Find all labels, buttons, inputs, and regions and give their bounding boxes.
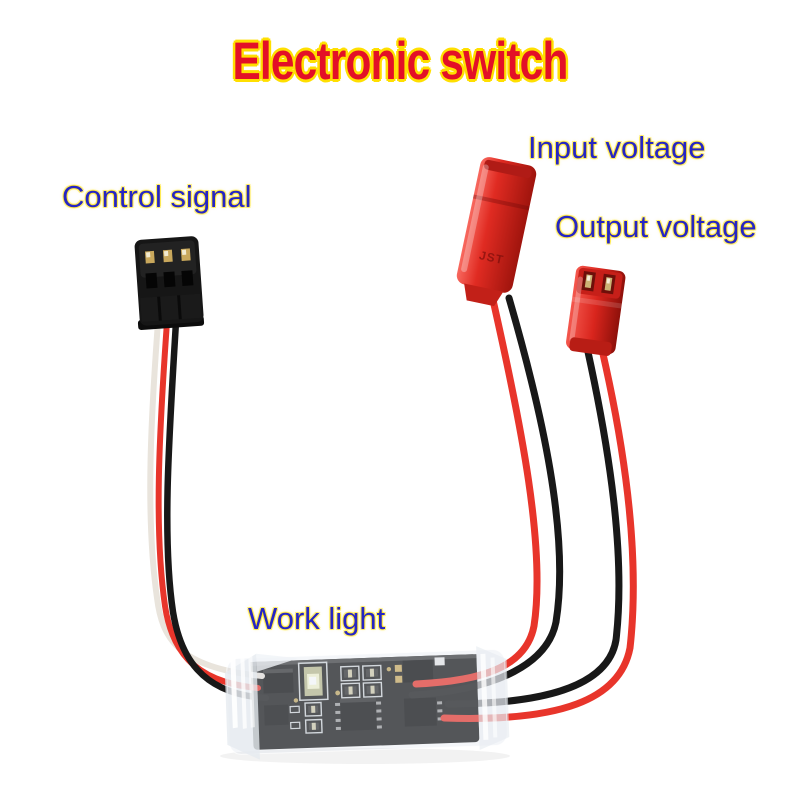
input-voltage-connector: JST	[456, 157, 537, 307]
output-voltage-wires	[440, 348, 637, 722]
jst-male-ridge	[571, 296, 622, 309]
solder-glint	[434, 657, 445, 666]
led-silkscreen	[297, 661, 329, 702]
output-wire-black	[444, 348, 623, 708]
heatshrink-rib	[490, 657, 498, 738]
solder-pad	[386, 666, 392, 672]
jst-female-highlight	[461, 164, 489, 273]
solder-pad	[335, 690, 341, 696]
chip-top-left-edge	[262, 668, 293, 674]
led-glint	[309, 676, 317, 685]
servo-slots	[145, 270, 194, 289]
resistors-bottom	[289, 701, 323, 734]
servo-groove	[157, 296, 162, 321]
ic-chip	[335, 697, 382, 731]
label-output-voltage: Output voltage	[555, 209, 757, 244]
servo-wire-black	[164, 318, 270, 702]
servo-wire-white	[147, 319, 265, 679]
chip-top-right	[402, 659, 434, 683]
input-voltage-wires	[408, 294, 564, 699]
resistors-top	[340, 664, 383, 699]
heatshrink-flare	[256, 653, 299, 672]
control-signal-connector	[134, 236, 205, 330]
heatshrink-rib	[247, 633, 255, 728]
label-work-light: Work light	[248, 601, 386, 636]
label-control-signal: Control signal	[62, 179, 252, 214]
module-heatshrink	[224, 633, 510, 760]
heatshrink-rib	[229, 639, 238, 729]
jst-marking: JST	[478, 248, 505, 267]
chip-bottom-left	[264, 704, 289, 726]
jst-male-pin-slots	[581, 270, 616, 295]
servo-pins	[144, 248, 191, 264]
jst-female-latch-line	[472, 194, 530, 211]
jst-female-bottom	[464, 283, 504, 307]
jst-female-body	[456, 157, 537, 293]
solder-pad	[394, 664, 402, 672]
chip-top-left	[262, 668, 294, 694]
heatshrink-rib	[239, 636, 247, 729]
servo-connector-lower	[140, 293, 202, 322]
jst-male-highlight	[569, 276, 583, 342]
switch-module-pcb	[250, 654, 480, 750]
servo-groove	[177, 295, 182, 320]
module-shadow	[220, 748, 510, 764]
input-wire-red	[412, 296, 541, 688]
jst-female-top	[484, 159, 532, 179]
output-wire-red	[440, 350, 637, 722]
label-input-voltage: Input voltage	[528, 130, 706, 165]
jst-male-bottom	[569, 337, 612, 356]
solder-pad	[293, 698, 299, 703]
page-title: Electronic switch	[232, 32, 568, 91]
solder-pad	[395, 675, 403, 683]
heatshrink-rib	[480, 653, 489, 740]
input-wire-black	[408, 294, 564, 699]
output-voltage-connector	[566, 265, 626, 356]
control-signal-wires	[147, 318, 270, 702]
